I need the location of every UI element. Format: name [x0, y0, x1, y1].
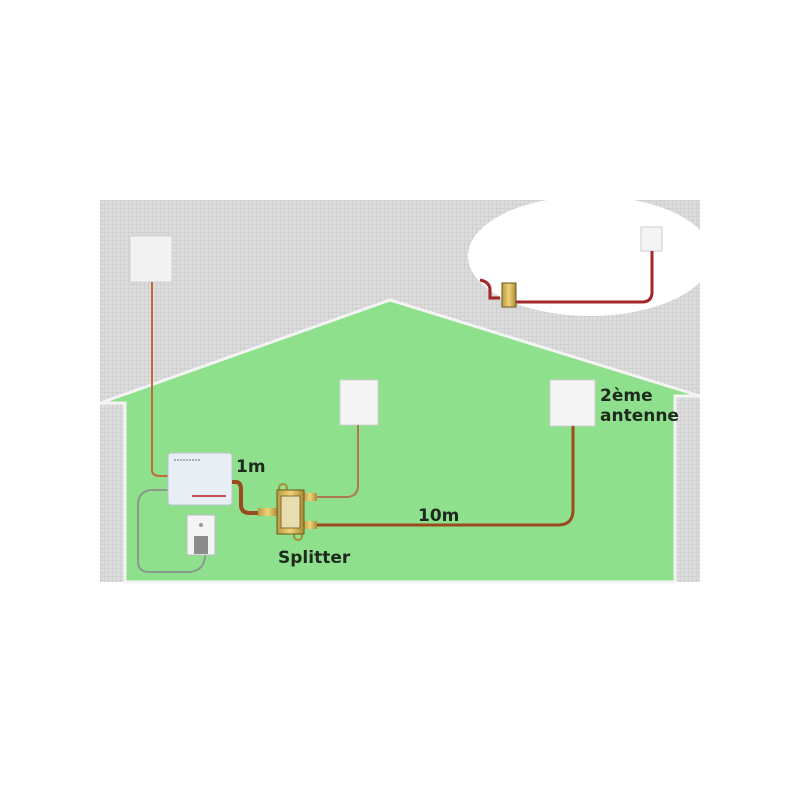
wall-outlet: [186, 514, 216, 556]
label-splitter: Splitter: [278, 548, 351, 568]
label-second-antenna-2: antenne: [600, 406, 679, 426]
splitter: [258, 483, 317, 541]
label-second-antenna-1: 2ème: [600, 386, 653, 406]
signal-booster: [167, 452, 233, 506]
inset-cable: [515, 251, 654, 304]
label-10m: 10m: [418, 506, 459, 526]
outdoor-antenna-cable: [151, 282, 170, 477]
indoor-antenna-1-cable: [312, 425, 359, 498]
inset-antenna: [640, 226, 663, 252]
outdoor-antenna: [129, 235, 173, 283]
power-cord: [137, 489, 206, 573]
label-1m: 1m: [236, 457, 266, 477]
cable-1m: [232, 480, 270, 515]
indoor-antenna-1: [339, 379, 379, 426]
cable-10m: [312, 426, 575, 527]
second-antenna: [549, 379, 596, 427]
inset-splitter: [501, 282, 517, 308]
inset-detail: [468, 196, 712, 316]
